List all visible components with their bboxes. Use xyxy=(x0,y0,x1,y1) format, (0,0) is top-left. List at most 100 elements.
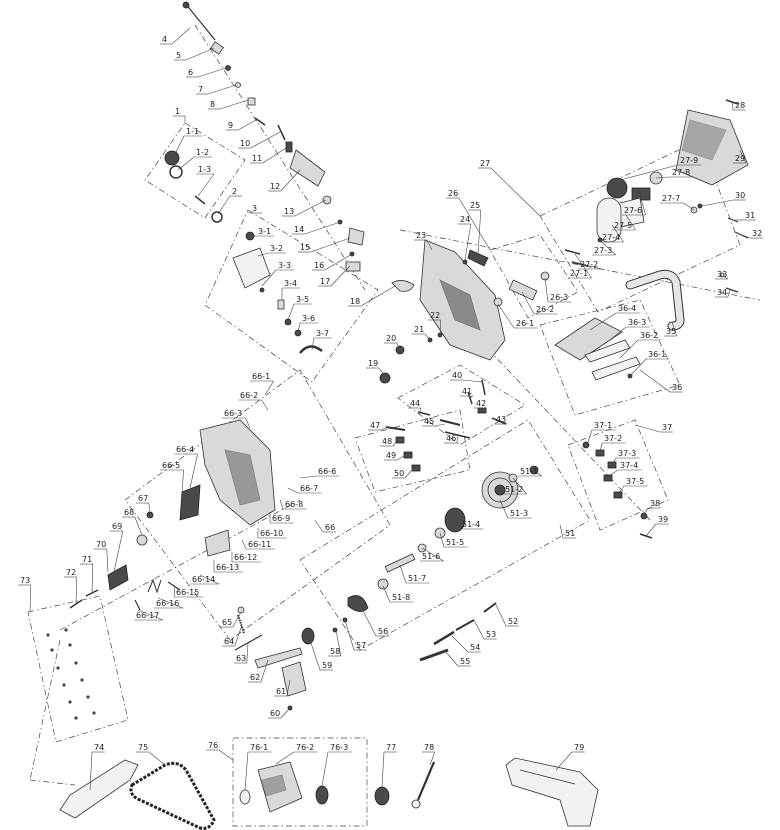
part-number-text: 61 xyxy=(276,687,286,696)
part-number-text: 74 xyxy=(94,743,104,752)
part-number-text: 37-4 xyxy=(620,461,638,470)
part-number-text: 36-2 xyxy=(640,331,658,340)
part-number-text: 24 xyxy=(460,215,470,224)
part-number-text: 39 xyxy=(658,515,668,524)
part-label-32: 32 xyxy=(741,229,763,239)
part-number-text: 79 xyxy=(574,743,584,752)
group-37-box xyxy=(567,419,669,531)
part-37-1-part xyxy=(582,441,590,449)
part-label-36: 36 xyxy=(639,369,683,393)
part-label-40: 40 xyxy=(450,371,483,383)
part-31-pin xyxy=(727,217,739,223)
part-number-text: 37-1 xyxy=(594,421,612,430)
part-label-37-1: 37-1 xyxy=(587,421,616,443)
part-48-part xyxy=(395,436,405,444)
part-label-51-1: 51-1 xyxy=(518,467,542,477)
part-number-text: 32 xyxy=(752,229,762,238)
part-number-text: 66 xyxy=(325,523,335,532)
part-label-54: 54 xyxy=(451,635,481,653)
part-label-47: 47 xyxy=(368,421,387,431)
group-51-box xyxy=(299,419,591,651)
part-number-text: 26-3 xyxy=(550,293,568,302)
part-label-16: 16 xyxy=(312,253,353,271)
part-number-text: 51-6 xyxy=(422,552,440,561)
part-number-text: 66-14 xyxy=(192,575,215,584)
part-label-66-2: 66-2 xyxy=(238,391,269,411)
part-6-nut xyxy=(225,65,231,71)
part-label-66-5: 66-5 xyxy=(160,461,184,495)
part-label-8: 8 xyxy=(208,99,249,110)
part-number-text: 1-2 xyxy=(196,148,209,157)
part-label-60: 60 xyxy=(268,707,291,719)
part-number-text: 26-2 xyxy=(536,305,554,314)
part-34-pin xyxy=(725,287,739,293)
part-label-31: 31 xyxy=(735,211,756,221)
part-label-68: 68 xyxy=(122,508,143,536)
part-label-27-3: 27-3 xyxy=(592,241,616,256)
part-number-text: 18 xyxy=(350,297,360,306)
part-label-11: 11 xyxy=(250,147,287,164)
part-number-text: 49 xyxy=(386,451,396,460)
part-number-text: 31 xyxy=(745,211,755,220)
part-number-text: 27-1 xyxy=(570,269,588,278)
group-40-box xyxy=(397,364,526,446)
part-43-pin xyxy=(491,417,507,425)
part-label-22: 22 xyxy=(428,311,442,336)
part-number-text: 41 xyxy=(462,387,472,396)
part-76-1-part xyxy=(239,789,251,805)
part-label-66-9: 66-9 xyxy=(269,512,294,524)
part-label-66-15: 66-15 xyxy=(173,585,203,598)
part-label-3-5: 3-5 xyxy=(287,295,313,321)
part-number-text: 1-1 xyxy=(186,127,199,136)
part-number-text: 5 xyxy=(176,51,181,60)
part-9-pin xyxy=(254,117,266,126)
part-number-text: 3 xyxy=(252,204,257,213)
part-number-text: 45 xyxy=(424,417,434,426)
part-24-screw xyxy=(462,259,468,265)
part-66-17-pin xyxy=(134,599,141,611)
part-label-2: 2 xyxy=(217,187,242,215)
part-number-text: 62 xyxy=(250,673,260,682)
part-68-part xyxy=(136,534,148,546)
part-number-text: 51-1 xyxy=(520,467,538,476)
part-25-part xyxy=(467,249,489,267)
part-label-64: 64 xyxy=(222,624,243,647)
part-number-text: 66-6 xyxy=(318,467,336,476)
part-number-text: 12 xyxy=(270,182,280,191)
part-label-13: 13 xyxy=(282,199,327,217)
part-number-text: 27-6 xyxy=(624,206,642,215)
part-15-bracket xyxy=(347,227,365,246)
part-label-73: 73 xyxy=(18,576,32,613)
part-66-13-plate xyxy=(204,529,231,557)
part-number-text: 37-2 xyxy=(604,434,622,443)
part-number-text: 11 xyxy=(252,154,262,163)
part-label-1: 1 xyxy=(173,107,186,123)
part-number-text: 58 xyxy=(330,647,340,656)
part-label-71: 71 xyxy=(80,555,94,594)
part-number-text: 37 xyxy=(662,423,672,432)
part-label-3-7: 3-7 xyxy=(311,329,333,351)
part-number-text: 60 xyxy=(270,709,280,718)
part-number-text: 55 xyxy=(460,657,470,666)
part-label-3: 3 xyxy=(247,204,262,214)
part-number-text: 7 xyxy=(198,85,203,94)
part-label-10: 10 xyxy=(238,131,281,149)
part-label-51-5: 51-5 xyxy=(439,532,468,548)
part-label-36-4: 36-4 xyxy=(589,304,640,331)
part-37-2-part xyxy=(595,449,605,457)
part-78-wrench xyxy=(411,761,436,809)
part-number-text: 75 xyxy=(138,743,148,752)
part-number-text: 37-5 xyxy=(626,477,644,486)
part-number-text: 13 xyxy=(284,207,294,216)
part-63-rod xyxy=(234,634,263,651)
part-label-30: 30 xyxy=(701,191,746,207)
part-label-23: 23 xyxy=(414,231,433,251)
part-label-27-4: 27-4 xyxy=(600,224,624,243)
part-label-35: 35 xyxy=(664,321,678,337)
part-label-3-3: 3-3 xyxy=(261,261,295,287)
part-number-text: 25 xyxy=(470,201,480,210)
part-label-1-1: 1-1 xyxy=(173,127,203,157)
part-label-77: 77 xyxy=(381,743,397,788)
part-number-text: 27-7 xyxy=(662,194,680,203)
